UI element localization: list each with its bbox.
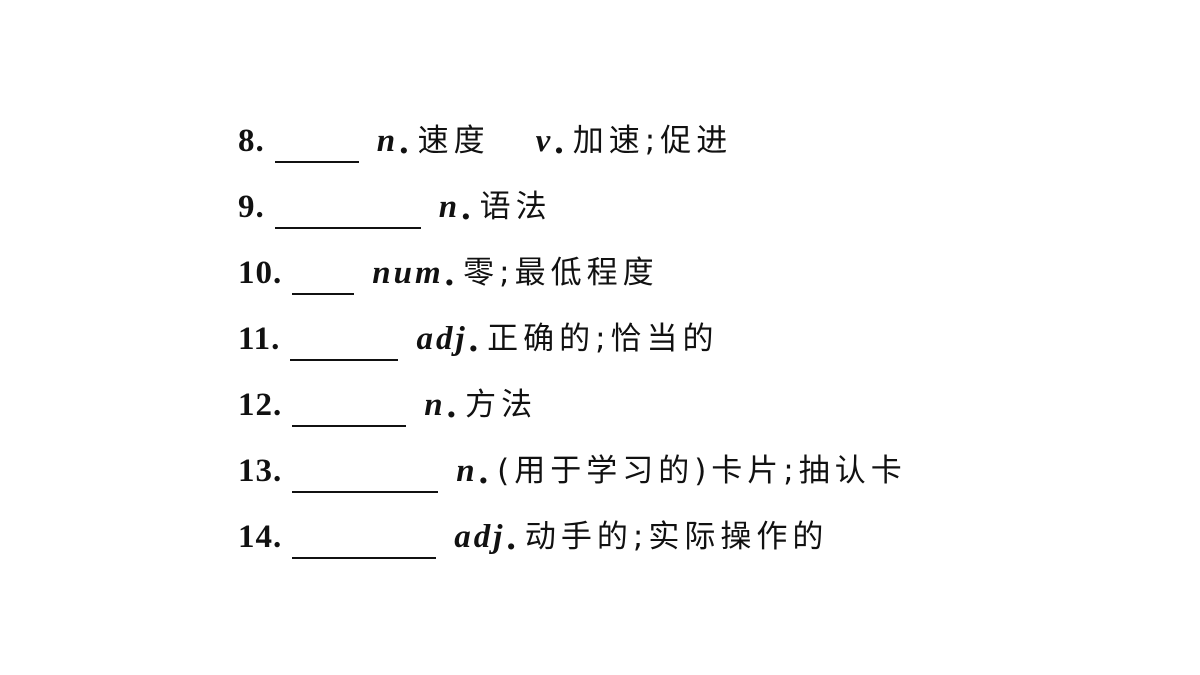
part-of-speech: n	[424, 386, 446, 423]
answer-blank[interactable]	[292, 399, 407, 427]
meaning: 加速;促进	[572, 122, 733, 159]
part-of-speech: num	[372, 254, 444, 291]
part-of-speech: n	[456, 452, 478, 489]
answer-blank[interactable]	[274, 135, 359, 163]
item-number: 14.	[238, 518, 283, 555]
exercise-item-11: 11. adj. 正确的;恰当的	[238, 306, 1138, 372]
item-number: 9.	[238, 188, 265, 225]
exercise-item-14: 14. adj. 动手的;实际操作的	[238, 504, 1138, 570]
part-of-speech: adj	[454, 518, 506, 555]
exercise-item-12: 12. n. 方法	[238, 372, 1138, 438]
vocabulary-exercise: 8. n. 速度 v. 加速;促进 9. n. 语法 10. num. 零;最低…	[238, 108, 1138, 570]
exercise-item-10: 10. num. 零;最低程度	[238, 240, 1138, 306]
item-number: 10.	[238, 254, 283, 291]
item-number: 13.	[238, 452, 283, 489]
exercise-item-9: 9. n. 语法	[238, 174, 1138, 240]
answer-blank[interactable]	[292, 267, 355, 295]
meaning: 零;最低程度	[463, 254, 659, 291]
answer-blank[interactable]	[274, 201, 421, 229]
meaning: 方法	[465, 386, 538, 423]
part-of-speech: n	[438, 188, 461, 225]
item-number: 11.	[238, 320, 281, 357]
exercise-item-13: 13. n. (用于学习的)卡片;抽认卡	[238, 438, 1138, 504]
item-number: 8.	[238, 122, 265, 159]
part-of-speech: adj	[416, 320, 468, 357]
item-number: 12.	[238, 386, 283, 423]
answer-blank[interactable]	[290, 333, 399, 361]
answer-blank[interactable]	[292, 531, 437, 559]
exercise-item-8: 8. n. 速度 v. 加速;促进	[238, 108, 1138, 174]
meaning: 动手的;实际操作的	[524, 518, 829, 555]
meaning: 正确的;恰当的	[487, 320, 719, 357]
meaning: 速度	[417, 122, 490, 159]
part-of-speech: n	[376, 122, 399, 159]
part-of-speech: v	[535, 122, 554, 159]
answer-blank[interactable]	[292, 465, 439, 493]
meaning: (用于学习的)卡片;抽认卡	[497, 452, 907, 489]
meaning: 语法	[479, 188, 552, 225]
